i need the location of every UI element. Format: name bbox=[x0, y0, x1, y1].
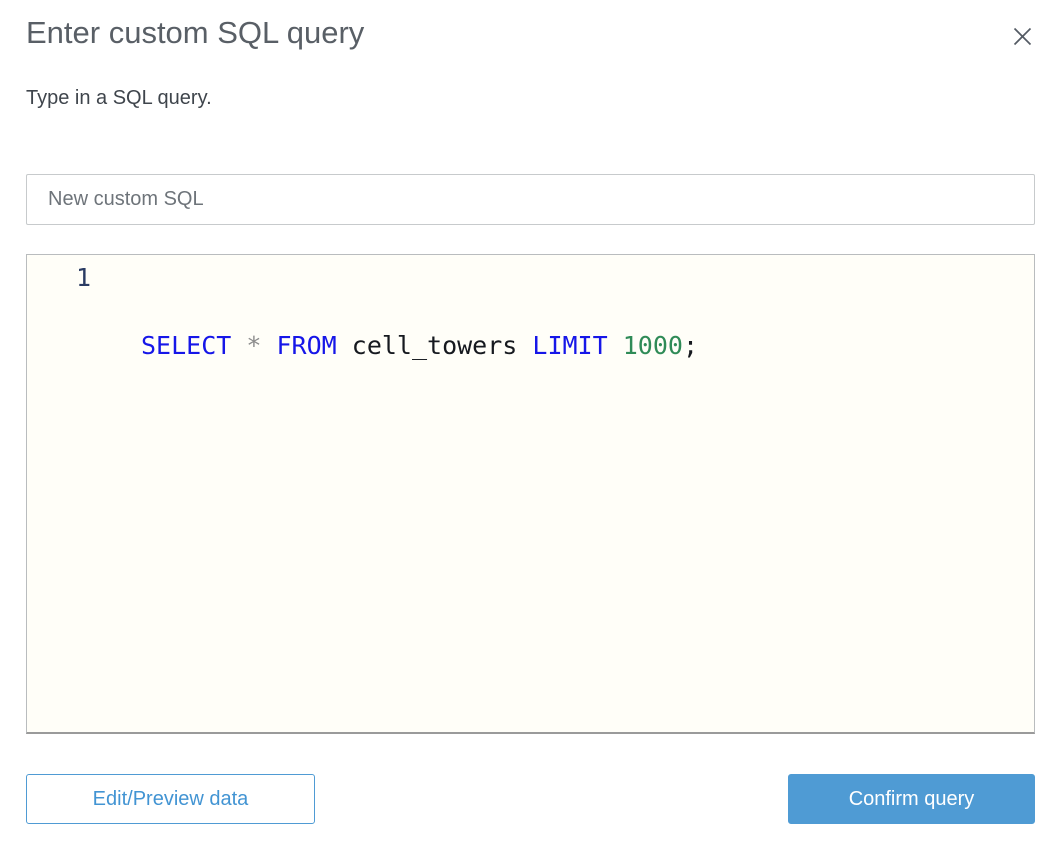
editor-gutter: 1 bbox=[27, 255, 117, 732]
close-x-glyph bbox=[1013, 27, 1032, 46]
confirm-query-button[interactable]: Confirm query bbox=[788, 774, 1035, 824]
dialog-subtitle: Type in a SQL query. bbox=[26, 87, 212, 109]
close-icon[interactable] bbox=[1006, 20, 1039, 53]
code-line: SELECT * FROM cell_towers LIMIT 1000; bbox=[141, 331, 698, 360]
page-title: Enter custom SQL query bbox=[26, 15, 365, 50]
edit-preview-data-button[interactable]: Edit/Preview data bbox=[26, 774, 315, 824]
dialog-footer: Edit/Preview data Confirm query bbox=[26, 774, 1035, 824]
code-area[interactable]: SELECT * FROM cell_towers LIMIT 1000; bbox=[117, 255, 1034, 732]
line-number: 1 bbox=[75, 263, 91, 292]
query-name-input[interactable] bbox=[26, 174, 1035, 225]
dialog-header: Enter custom SQL query bbox=[26, 0, 1035, 54]
sql-editor[interactable]: 1 SELECT * FROM cell_towers LIMIT 1000; bbox=[26, 254, 1035, 734]
